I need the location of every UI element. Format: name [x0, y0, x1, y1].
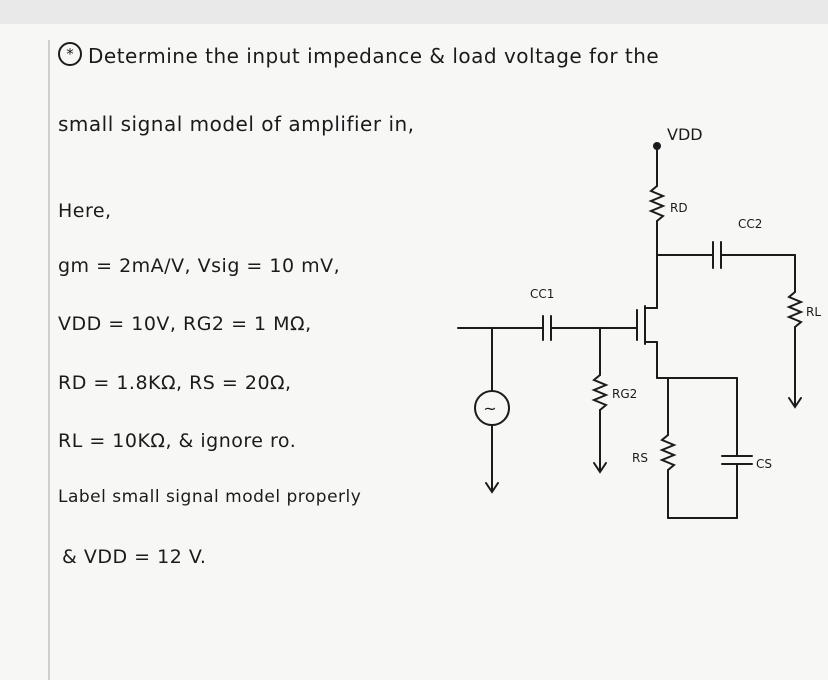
rl-label: RL	[806, 305, 821, 319]
question-line-1: Determine the input impedance & load vol…	[88, 44, 660, 68]
source-symbol: ~	[483, 399, 496, 418]
margin-line	[48, 40, 50, 680]
question-line-2: small signal model of amplifier in,	[58, 112, 415, 136]
rl-ground-arrow-icon	[788, 397, 802, 409]
rd-resistor	[648, 185, 666, 222]
given-gm-vsig: gm = 2mA/V, Vsig = 10 mV,	[58, 255, 341, 277]
given-rd-rs: RD = 1.8KΩ, RS = 20Ω,	[58, 372, 292, 394]
cc1-label: CC1	[530, 287, 554, 301]
source-ground-arrow-icon	[485, 482, 499, 494]
cs-label: CS	[756, 457, 772, 471]
paper-sheet	[0, 24, 828, 680]
star-marker-icon: *	[58, 42, 82, 66]
rd-label: RD	[670, 201, 688, 215]
rs-label: RS	[632, 451, 648, 465]
rg2-label: RG2	[612, 387, 637, 401]
rs-resistor	[659, 434, 677, 471]
given-label-instruction: Label small signal model properly	[58, 487, 362, 507]
given-rl: RL = 10KΩ, & ignore ro.	[58, 430, 297, 452]
rl-resistor	[786, 291, 804, 328]
top-strip	[0, 0, 828, 24]
vdd-label: VDD	[667, 125, 703, 144]
given-vdd-rg2: VDD = 10V, RG2 = 1 MΩ,	[58, 313, 312, 335]
rg2-ground-arrow-icon	[593, 462, 607, 474]
rg2-resistor	[591, 374, 609, 411]
given-heading: Here,	[58, 200, 112, 222]
given-vdd-12v: & VDD = 12 V.	[62, 546, 207, 568]
cc2-label: CC2	[738, 217, 762, 231]
